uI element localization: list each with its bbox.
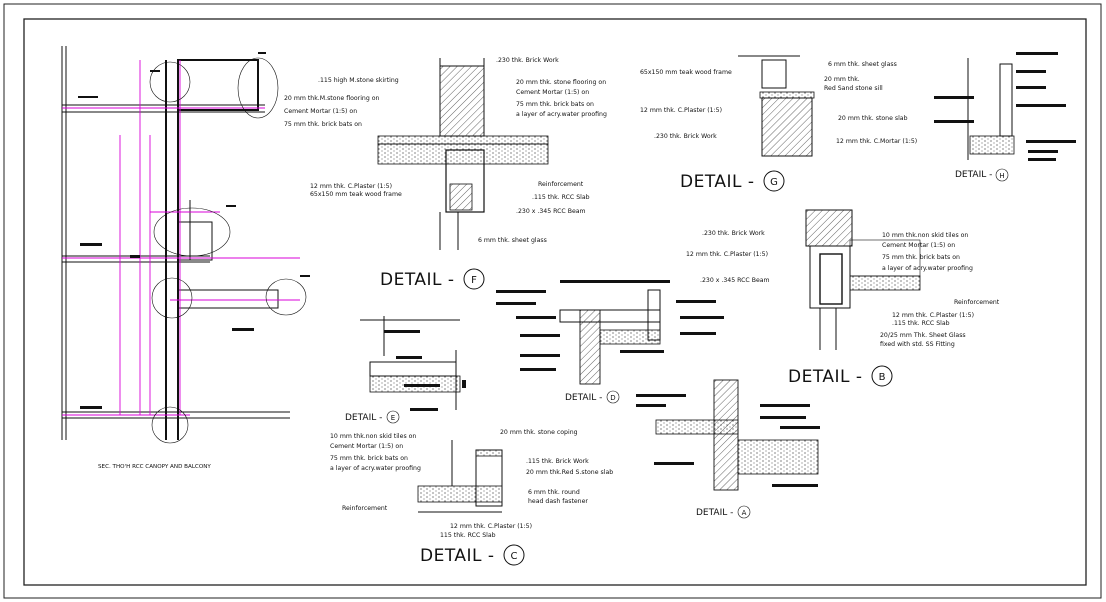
svg-text:Reinforcement: Reinforcement (342, 505, 388, 512)
svg-text:75 mm thk. brick bats on: 75 mm thk. brick bats on (882, 254, 960, 261)
detail-c-drawing (417, 440, 503, 513)
svg-text:Cement Mortar (1:5) on: Cement Mortar (1:5) on (330, 443, 403, 450)
svg-text:12 mm thk. C.Plaster (1:5): 12 mm thk. C.Plaster (1:5) (892, 312, 974, 319)
svg-text:12 mm thk. C.Plaster (1:5): 12 mm thk. C.Plaster (1:5) (450, 523, 532, 530)
detail-e-letter-circle (386, 410, 400, 424)
detail-f-drawing (377, 58, 549, 250)
detail-b-annotations: .230 thk. Brick Work 10 mm thk.non skid … (686, 230, 1000, 348)
svg-text:Reinforcement: Reinforcement (538, 181, 584, 188)
svg-text:75 mm thk. brick bats on: 75 mm thk. brick bats on (516, 101, 594, 108)
svg-text:20 mm thk. stone slab: 20 mm thk. stone slab (838, 115, 908, 122)
detail-c-letter: C (511, 551, 518, 562)
detail-f-letter-circle (463, 268, 485, 290)
main-section-drawing (61, 46, 310, 444)
svg-text:.230 thk. Brick Work: .230 thk. Brick Work (496, 57, 559, 64)
detail-h-drawing (934, 52, 1076, 161)
detail-g-annotations: 65x150 mm teak wood frame 6 mm thk. shee… (640, 61, 917, 145)
detail-d-letter: D (610, 394, 615, 402)
sheet-outer-border (3, 3, 1102, 599)
svg-text:10 mm thk.non skid tiles on: 10 mm thk.non skid tiles on (882, 232, 968, 239)
detail-f-title: DETAIL - (380, 270, 455, 290)
svg-text:115 thk. RCC Slab: 115 thk. RCC Slab (440, 532, 496, 539)
svg-text:a layer of acry.water proofing: a layer of acry.water proofing (882, 265, 973, 272)
detail-a-drawing (636, 379, 820, 491)
detail-c-title: DETAIL - (420, 546, 495, 566)
detail-b-letter: B (879, 372, 886, 383)
detail-b-drawing (805, 209, 921, 350)
detail-g-letter-circle (763, 170, 785, 192)
svg-text:20 mm thk.Red S.stone slab: 20 mm thk.Red S.stone slab (526, 469, 613, 476)
svg-text:.230 thk. Brick Work: .230 thk. Brick Work (702, 230, 765, 237)
svg-text:.230 x .345 RCC Beam: .230 x .345 RCC Beam (700, 277, 770, 284)
svg-text:20/25 mm Thk. Sheet Glass: 20/25 mm Thk. Sheet Glass (880, 332, 966, 339)
sheet-inner-border (23, 18, 1087, 586)
detail-e-letter: E (391, 414, 395, 422)
svg-text:Cement Mortar (1:5) on: Cement Mortar (1:5) on (284, 108, 357, 115)
detail-g-drawing (738, 55, 815, 157)
svg-text:.115 thk. RCC Slab: .115 thk. RCC Slab (892, 320, 950, 327)
detail-b-title: DETAIL - (788, 367, 863, 387)
svg-text:.115 high M.stone skirting: .115 high M.stone skirting (318, 77, 399, 84)
detail-g-letter: G (770, 177, 778, 188)
detail-a-letter: A (742, 509, 747, 517)
detail-a-title: DETAIL - (696, 508, 733, 518)
svg-text:75 mm thk. brick bats on: 75 mm thk. brick bats on (284, 121, 362, 128)
svg-text:20 mm thk. stone coping: 20 mm thk. stone coping (500, 429, 578, 436)
svg-text:20 mm thk.: 20 mm thk. (824, 76, 860, 83)
detail-a-letter-circle (737, 505, 751, 519)
svg-text:.230 x .345 RCC Beam: .230 x .345 RCC Beam (516, 208, 586, 215)
svg-text:Red Sand stone sill: Red Sand stone sill (824, 85, 883, 92)
svg-text:Reinforcement: Reinforcement (954, 299, 1000, 306)
detail-f-letter: F (471, 275, 477, 286)
svg-text:a layer of acry.water proofing: a layer of acry.water proofing (330, 465, 421, 472)
svg-text:6 mm thk. sheet glass: 6 mm thk. sheet glass (828, 61, 897, 68)
svg-text:.115 thk. RCC Slab: .115 thk. RCC Slab (532, 194, 590, 201)
detail-h-letter-circle (995, 168, 1009, 182)
svg-text:12 mm thk. C.Plaster (1:5): 12 mm thk. C.Plaster (1:5) (686, 251, 768, 258)
detail-h-title: DETAIL - (955, 170, 992, 180)
svg-text:Cement Mortar (1:5) on: Cement Mortar (1:5) on (882, 242, 955, 249)
svg-text:12 mm thk. C.Plaster (1:5): 12 mm thk. C.Plaster (1:5) (640, 107, 722, 114)
svg-text:.230 thk. Brick Work: .230 thk. Brick Work (654, 133, 717, 140)
svg-text:10 mm thk.non skid tiles on: 10 mm thk.non skid tiles on (330, 433, 416, 440)
detail-g-title: DETAIL - (680, 172, 755, 192)
detail-c-annotations: 10 mm thk.non skid tiles on Cement Morta… (330, 429, 613, 539)
svg-text:12 mm thk. C.Mortar (1:5): 12 mm thk. C.Mortar (1:5) (836, 138, 917, 145)
detail-d-title: DETAIL - (565, 393, 602, 403)
svg-text:12 mm thk. C.Plaster (1:5): 12 mm thk. C.Plaster (1:5) (310, 183, 392, 190)
svg-text:65x150 mm teak wood frame: 65x150 mm teak wood frame (640, 69, 732, 76)
svg-text:6 mm thk. round: 6 mm thk. round (528, 489, 580, 496)
svg-text:75 mm thk. brick bats on: 75 mm thk. brick bats on (330, 455, 408, 462)
detail-f-annotations: .230 thk. Brick Work .115 high M.stone s… (284, 57, 607, 244)
detail-c-letter-circle (503, 544, 525, 566)
svg-text:head dash fastener: head dash fastener (528, 498, 588, 505)
detail-e-drawing (360, 316, 466, 411)
svg-text:20 mm thk.M.stone flooring on: 20 mm thk.M.stone flooring on (284, 95, 380, 102)
svg-text:20 mm thk. stone flooring on: 20 mm thk. stone flooring on (516, 79, 606, 86)
main-section-caption: SEC. THO'H RCC CANOPY AND BALCONY (98, 464, 211, 470)
svg-text:a layer of acry.water proofing: a layer of acry.water proofing (516, 111, 607, 118)
detail-b-letter-circle (871, 365, 893, 387)
detail-e-title: DETAIL - (345, 413, 382, 423)
svg-text:.115 thk. Brick Work: .115 thk. Brick Work (526, 458, 589, 465)
svg-text:6 mm thk. sheet glass: 6 mm thk. sheet glass (478, 237, 547, 244)
svg-text:Cement Mortar (1:5) on: Cement Mortar (1:5) on (516, 89, 589, 96)
detail-d-drawing (496, 280, 724, 385)
detail-d-letter-circle (606, 390, 620, 404)
svg-text:65x150 mm teak wood frame: 65x150 mm teak wood frame (310, 191, 402, 198)
svg-text:fixed with std. SS Fitting: fixed with std. SS Fitting (880, 341, 955, 348)
detail-h-letter: H (999, 172, 1004, 180)
